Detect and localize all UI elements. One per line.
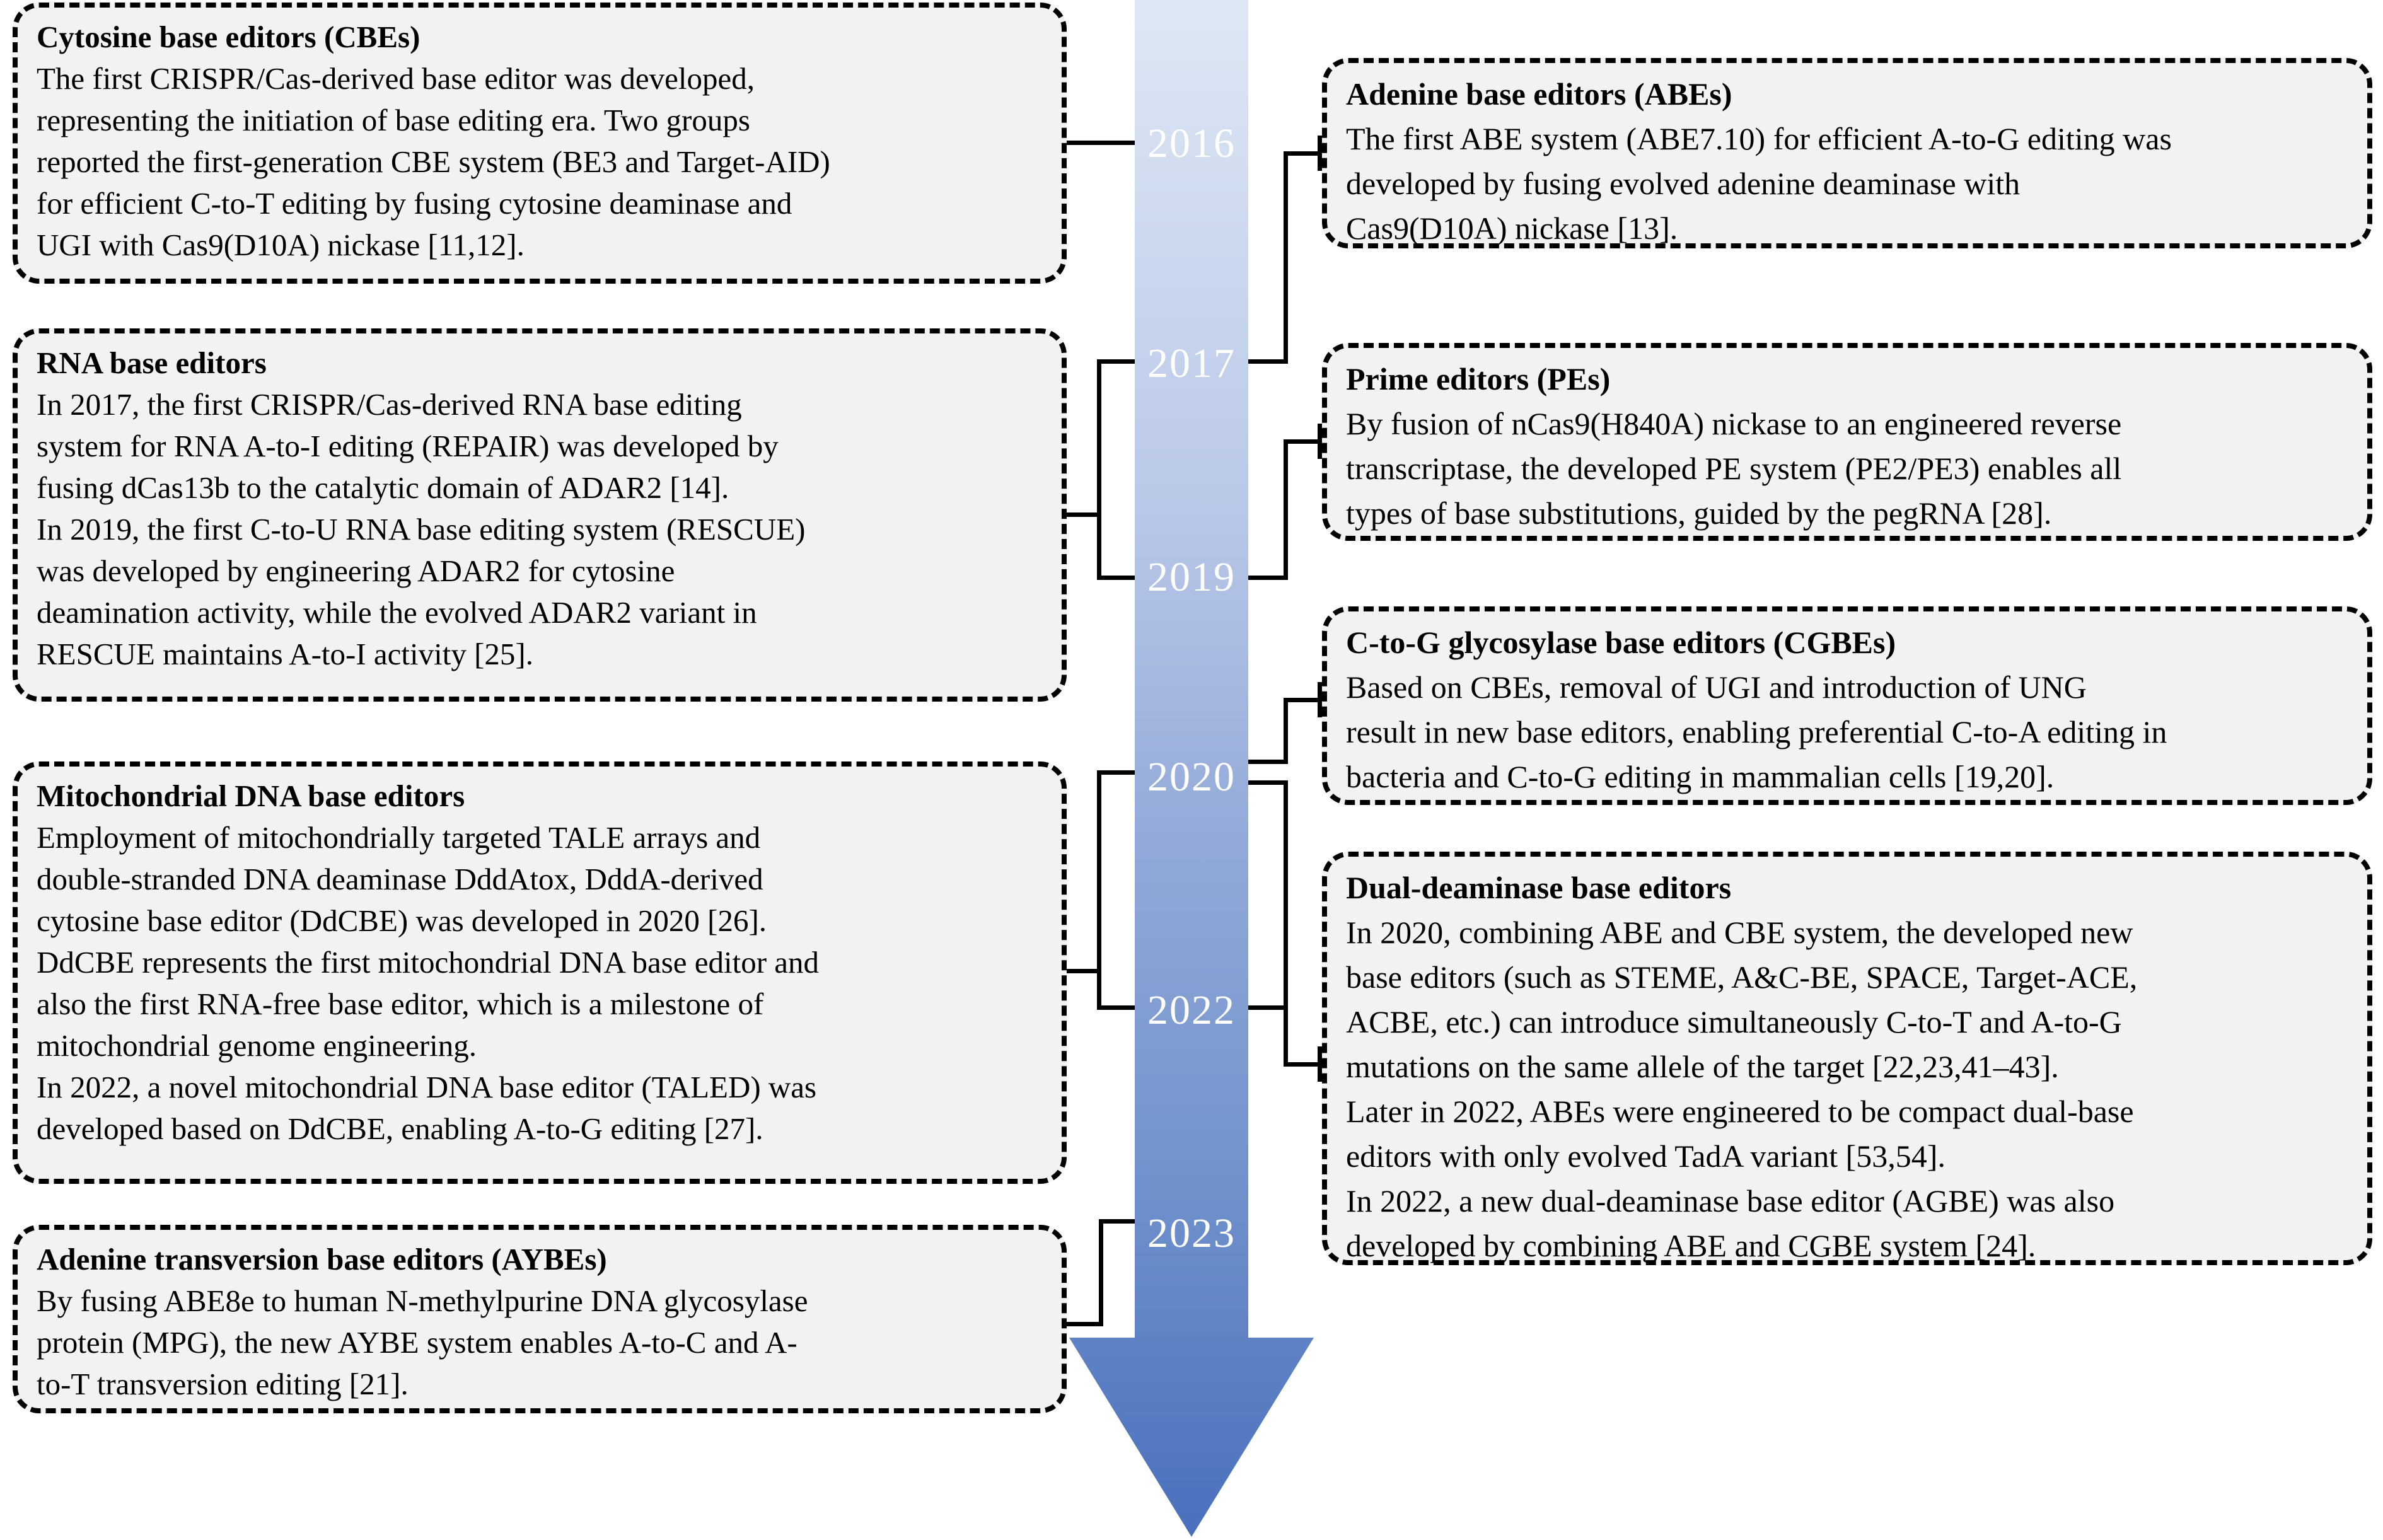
connector-line	[1284, 698, 1288, 764]
box-dual-deaminase-base-editors: Dual-deaminase base editors In 2020, com…	[1322, 852, 2372, 1265]
box-title: Cytosine base editors (CBEs)	[37, 20, 420, 54]
connector-line	[1284, 698, 1322, 702]
box-body: Employment of mitochondrially targeted T…	[37, 820, 820, 1146]
box-adenine-transversion-base-editors: Adenine transversion base editors (AYBEs…	[13, 1225, 1067, 1413]
connector-line	[1248, 780, 1287, 785]
connector-line	[1097, 359, 1135, 364]
connector-line	[1248, 760, 1287, 764]
box-body: By fusion of nCas9(H840A) nickase to an …	[1346, 406, 2122, 531]
connector-line	[1284, 151, 1322, 156]
connector-line	[1248, 1005, 1287, 1010]
connector-line	[1248, 359, 1287, 364]
connector-line	[1099, 1219, 1103, 1326]
box-body: Based on CBEs, removal of UGI and introd…	[1346, 669, 2167, 794]
box-body: The first CRISPR/Cas-derived base editor…	[37, 61, 830, 262]
connector-line	[1284, 780, 1288, 1067]
connector-line	[1064, 141, 1135, 145]
box-prime-editors: Prime editors (PEs) By fusion of nCas9(H…	[1322, 343, 2372, 541]
connector-line	[1284, 1062, 1322, 1067]
box-body: In 2020, combining ABE and CBE system, t…	[1346, 915, 2138, 1263]
box-title: Adenine base editors (ABEs)	[1346, 76, 1732, 112]
connector-tick	[1318, 682, 1322, 717]
connector-line	[1097, 770, 1135, 775]
connector-line	[1284, 151, 1288, 364]
year-label-2016: 2016	[1147, 120, 1236, 166]
box-adenine-base-editors: Adenine base editors (ABEs) The first AB…	[1322, 58, 2372, 248]
box-body: The first ABE system (ABE7.10) for effic…	[1346, 121, 2172, 246]
box-title: RNA base editors	[37, 345, 267, 380]
box-rna-base-editors: RNA base editors In 2017, the first CRIS…	[13, 328, 1067, 702]
year-label-2020: 2020	[1147, 754, 1236, 800]
connector-line	[1099, 1219, 1135, 1224]
box-body: In 2017, the first CRISPR/Cas-derived RN…	[37, 387, 806, 671]
connector-line	[1284, 439, 1288, 580]
year-label-2017: 2017	[1147, 340, 1236, 386]
year-label-2019: 2019	[1147, 554, 1236, 600]
year-label-2022: 2022	[1147, 987, 1236, 1033]
box-cytosine-base-editors: Cytosine base editors (CBEs) The first C…	[13, 3, 1067, 284]
connector-line	[1097, 770, 1101, 1010]
year-label-2023: 2023	[1147, 1210, 1236, 1256]
box-mitochondrial-dna-base-editors: Mitochondrial DNA base editors Employmen…	[13, 761, 1067, 1184]
box-title: Prime editors (PEs)	[1346, 361, 1611, 397]
box-title: C-to-G glycosylase base editors (CGBEs)	[1346, 625, 1896, 660]
connector-tick	[1318, 1046, 1322, 1082]
connector-line	[1248, 576, 1287, 580]
connector-line	[1064, 512, 1101, 517]
connector-line	[1284, 439, 1322, 444]
connector-line	[1097, 576, 1135, 580]
connector-line	[1097, 359, 1101, 580]
box-title: Adenine transversion base editors (AYBEs…	[37, 1242, 607, 1277]
connector-line	[1064, 969, 1101, 973]
box-title: Dual-deaminase base editors	[1346, 870, 1732, 905]
box-body: By fusing ABE8e to human N-methylpurine …	[37, 1283, 808, 1401]
connector-line	[1097, 1005, 1135, 1010]
box-c-to-g-glycosylase-base-editors: C-to-G glycosylase base editors (CGBEs) …	[1322, 606, 2372, 805]
connector-line	[1064, 1322, 1103, 1326]
connector-tick	[1318, 424, 1322, 459]
connector-tick	[1318, 136, 1322, 171]
box-title: Mitochondrial DNA base editors	[37, 779, 465, 813]
